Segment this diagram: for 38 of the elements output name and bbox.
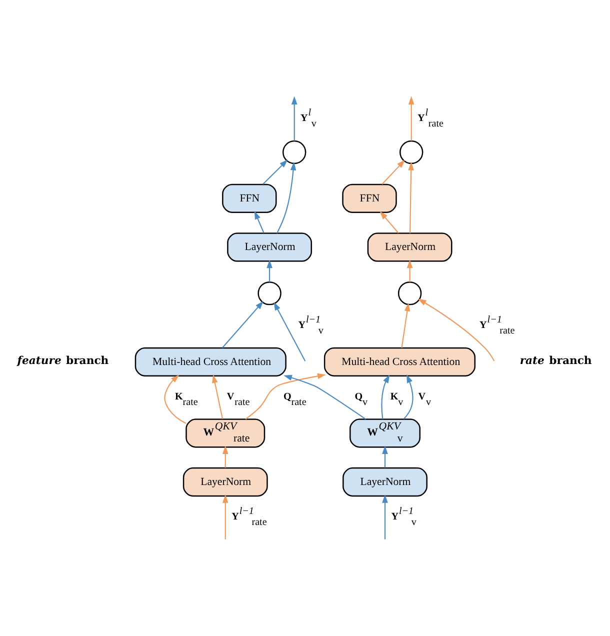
arrow xyxy=(382,445,388,468)
node-box: LayerNorm xyxy=(227,232,312,262)
arrow xyxy=(222,300,264,348)
arrow xyxy=(408,96,414,140)
arrow xyxy=(254,210,264,233)
node-box: LayerNorm xyxy=(182,466,268,496)
arrow xyxy=(262,159,288,184)
arrow xyxy=(164,374,186,424)
arrow xyxy=(381,374,390,419)
node-circle xyxy=(398,280,422,305)
arrow xyxy=(245,372,326,420)
arrow xyxy=(401,302,410,348)
arrow xyxy=(380,210,399,233)
node-circle xyxy=(282,140,306,164)
label: feature branch xyxy=(17,353,109,366)
arrow xyxy=(408,161,414,233)
arrow xyxy=(276,161,296,233)
arrow xyxy=(291,96,298,140)
arrow xyxy=(212,374,224,419)
arrow xyxy=(284,374,366,420)
arrow xyxy=(266,259,272,282)
arrow xyxy=(382,494,388,539)
arrow xyxy=(382,159,406,184)
node-box: FFN xyxy=(222,183,277,212)
node-circle xyxy=(258,280,282,305)
arrow xyxy=(222,494,228,539)
arrow xyxy=(274,301,306,361)
arrow xyxy=(222,445,228,468)
node-box: Multi-head Cross Attention xyxy=(134,346,286,376)
node-box: LayerNorm xyxy=(367,232,452,262)
arrow xyxy=(403,374,414,419)
node-circle xyxy=(400,140,424,164)
node-box: Multi-head Cross Attention xyxy=(324,346,476,376)
arrow xyxy=(418,298,495,361)
node-box: FFN xyxy=(342,183,397,212)
arrow xyxy=(406,259,413,282)
node-box: LayerNorm xyxy=(342,466,428,496)
label: rate branch xyxy=(520,353,592,366)
